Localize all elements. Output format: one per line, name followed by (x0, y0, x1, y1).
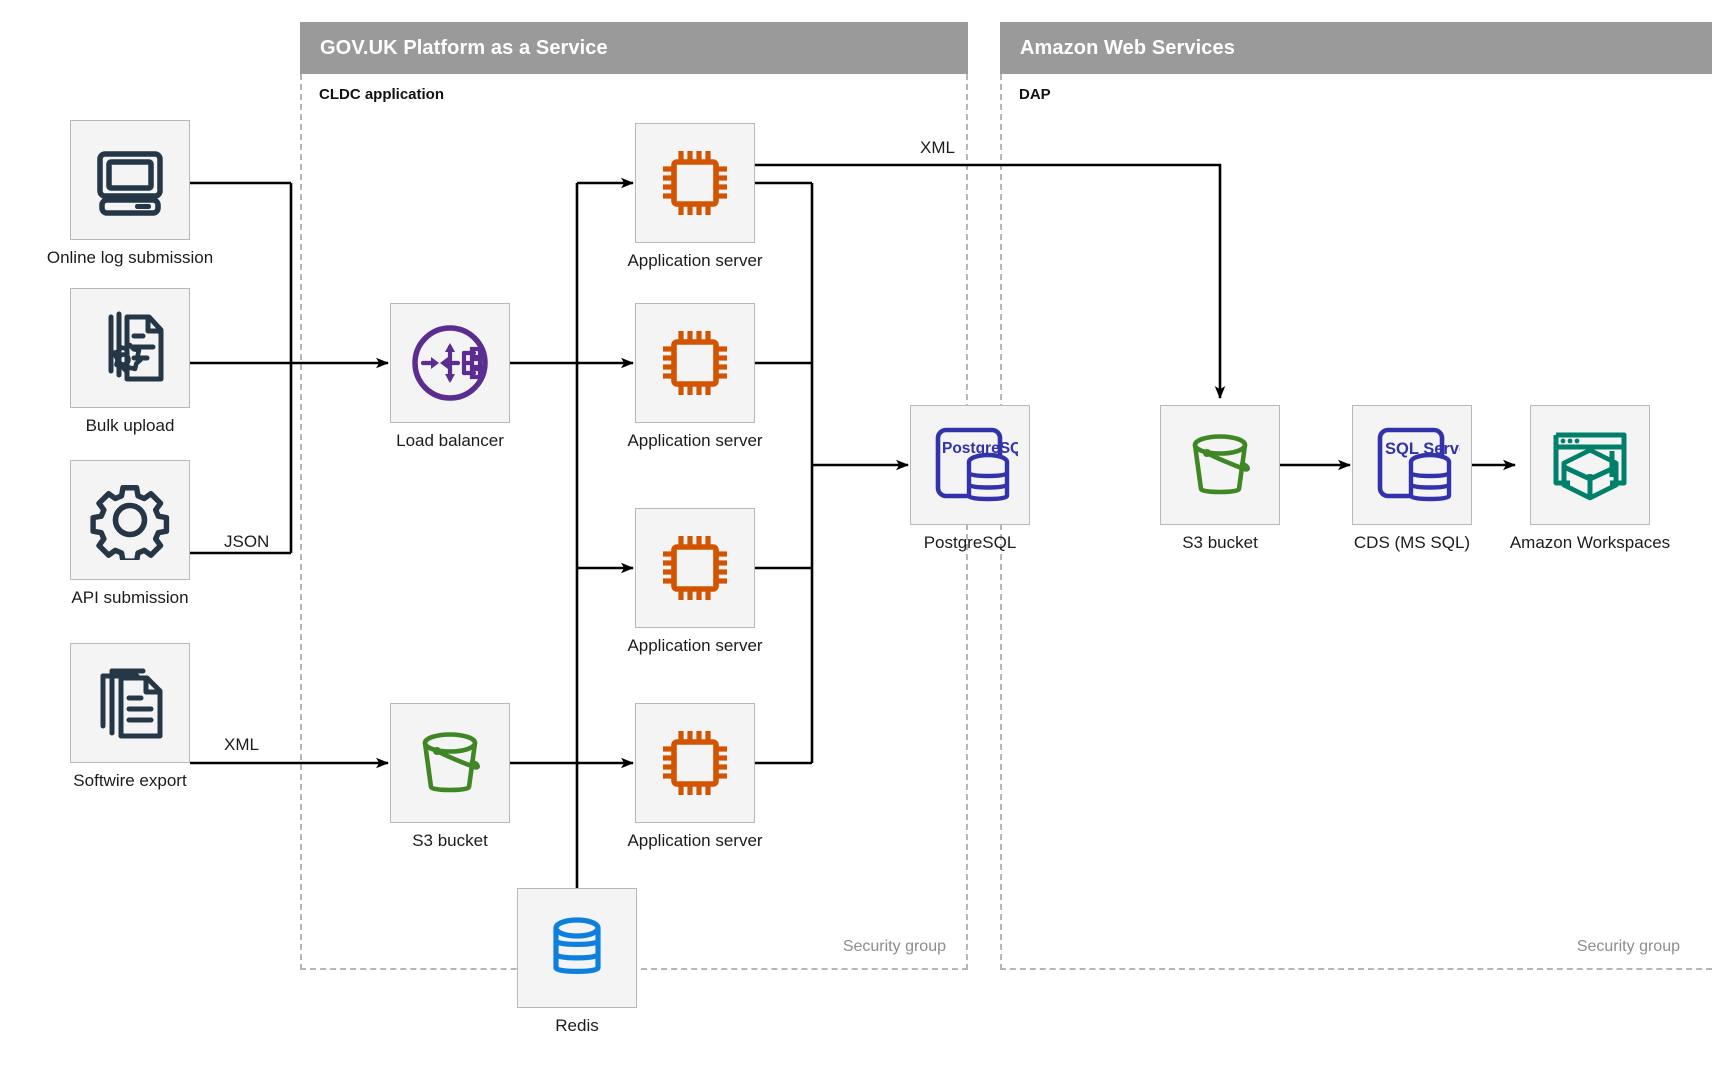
group-header-aws: Amazon Web Services (1000, 22, 1712, 74)
tile-s3-bucket-aws (1160, 405, 1280, 525)
postgresql-icon-text: PostgreSQL (942, 440, 1018, 457)
tile-application-server-1 (635, 123, 755, 243)
edge-label-json: JSON (224, 532, 270, 551)
s3-bucket-icon (422, 732, 480, 793)
sub-label-dap: DAP (1019, 86, 1051, 103)
tile-api-submission (70, 460, 190, 580)
tile-cds-ms-sql: SQL Server (1352, 405, 1472, 525)
node-s3-bucket-aws[interactable]: S3 bucket (1160, 405, 1280, 565)
node-s3-bucket-paas[interactable]: S3 bucket (390, 703, 510, 863)
node-label-s3-bucket-aws: S3 bucket (1182, 533, 1258, 552)
cpu-chip-icon (663, 151, 727, 215)
node-label-api-submission: API submission (71, 588, 189, 607)
tile-online-log-submission (70, 120, 190, 240)
tile-s3-bucket-paas (390, 703, 510, 823)
tile-softwire-export (70, 643, 190, 763)
postgresql-icon: PostgreSQL (935, 427, 1018, 502)
sql-server-icon-text: SQL Server (1385, 440, 1460, 458)
node-label-cds-ms-sql: CDS (MS SQL) (1353, 533, 1471, 552)
security-group-label-paas: Security group (842, 938, 946, 955)
node-postgresql[interactable]: PostgreSQL PostgreSQL (910, 405, 1030, 565)
tile-redis (517, 888, 637, 1008)
documents-stack-icon (100, 668, 163, 739)
tile-bulk-upload (70, 288, 190, 408)
gear-icon (90, 485, 170, 560)
group-title-paas: GOV.UK Platform as a Service (320, 36, 608, 59)
node-cds-ms-sql[interactable]: SQL Server CDS (MS SQL) (1352, 405, 1472, 565)
security-group-label-aws: Security group (1576, 938, 1680, 955)
node-application-server-3[interactable]: Application server (627, 508, 763, 668)
cpu-chip-icon (663, 731, 727, 795)
tile-application-server-4 (635, 703, 755, 823)
sub-label-cldc: CLDC application (319, 86, 445, 103)
node-application-server-4[interactable]: Application server (627, 703, 763, 863)
node-api-submission[interactable]: API submission (70, 460, 190, 620)
cpu-chip-icon (663, 536, 727, 600)
node-label-application-server-1: Application server (627, 251, 763, 270)
node-label-bulk-upload: Bulk upload (85, 416, 175, 435)
edge-label-xml-app-to-s3: XML (920, 138, 955, 157)
node-label-online-log-submission: Online log submission (46, 248, 214, 267)
document-gear-icon (108, 311, 164, 382)
node-bulk-upload[interactable]: Bulk upload (70, 288, 190, 448)
node-label-s3-bucket-paas: S3 bucket (412, 831, 488, 850)
node-label-amazon-workspaces: Amazon Workspaces (1509, 533, 1671, 552)
group-header-paas: GOV.UK Platform as a Service (300, 22, 968, 74)
node-redis[interactable]: Redis (517, 888, 637, 1048)
tile-postgresql: PostgreSQL (910, 405, 1030, 525)
edge-label-xml-softwire: XML (224, 735, 259, 754)
node-label-load-balancer: Load balancer (396, 431, 504, 450)
group-title-aws: Amazon Web Services (1020, 36, 1235, 59)
node-amazon-workspaces[interactable]: Amazon Workspaces (1510, 405, 1670, 565)
node-softwire-export[interactable]: Softwire export (70, 643, 190, 803)
node-label-softwire-export: Softwire export (73, 771, 187, 790)
database-cylinder-icon (553, 917, 601, 974)
node-label-redis: Redis (555, 1016, 599, 1035)
tile-application-server-3 (635, 508, 755, 628)
tile-application-server-2 (635, 303, 755, 423)
tile-load-balancer (390, 303, 510, 423)
node-label-postgresql: PostgreSQL (923, 533, 1017, 552)
tile-amazon-workspaces (1530, 405, 1650, 525)
node-application-server-1[interactable]: Application server (627, 123, 763, 283)
s3-bucket-icon (1192, 434, 1250, 495)
amazon-workspaces-icon (1553, 432, 1627, 501)
desktop-computer-icon (97, 151, 163, 216)
node-label-application-server-2: Application server (627, 431, 763, 450)
node-label-application-server-3: Application server (627, 636, 763, 655)
node-application-server-2[interactable]: Application server (627, 303, 763, 463)
sql-server-icon: SQL Server (1377, 427, 1460, 502)
node-label-application-server-4: Application server (627, 831, 763, 850)
load-balancer-icon (412, 325, 488, 401)
node-load-balancer[interactable]: Load balancer (390, 303, 510, 463)
cpu-chip-icon (663, 331, 727, 395)
node-online-log-submission[interactable]: Online log submission (47, 120, 213, 280)
